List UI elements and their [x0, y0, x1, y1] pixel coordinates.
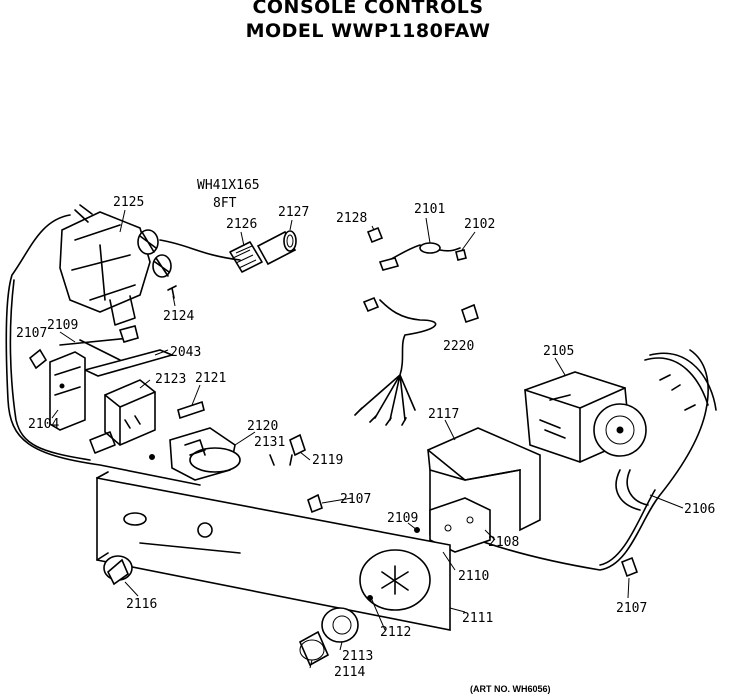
part-label: 2128 [336, 211, 367, 226]
switch-2123 [89, 379, 156, 454]
water-valve-2125 [59, 204, 241, 326]
page-title-line2: MODEL WWP1180FAW [245, 20, 491, 42]
knob-shaft-2119 [269, 433, 306, 466]
plate-2121 [177, 400, 205, 420]
knob-2116 [103, 555, 133, 586]
hose-length-callout: 8FT [213, 196, 237, 211]
terminal-2220 [461, 303, 479, 324]
part-label: 2109 [47, 318, 78, 333]
part-label: 2105 [543, 344, 574, 359]
part-label: 2123 [155, 372, 186, 387]
hose-part-callout: WH41X165 [197, 178, 260, 193]
timer-knob-2113 [321, 595, 373, 643]
part-label: 2120 [247, 419, 278, 434]
part-label: 2110 [458, 569, 489, 584]
part-label: 2126 [226, 217, 257, 232]
part-label: 2104 [28, 417, 59, 432]
part-label: 2127 [278, 205, 309, 220]
clip-2128 [366, 226, 384, 244]
screw-2124 [167, 285, 177, 299]
part-label: 2108 [488, 535, 519, 550]
part-label: 2109 [387, 511, 418, 526]
inlet-hose-2126-2127 [229, 230, 297, 273]
part-label: 2125 [113, 195, 144, 210]
part-label: 2121 [195, 371, 226, 386]
part-label: 2107 [616, 601, 647, 616]
bracket-2104 [49, 351, 86, 431]
part-label: 2101 [414, 202, 445, 217]
art-number: (ART NO. WH6056) [470, 684, 551, 694]
part-label: 2111 [462, 611, 493, 626]
part-label: 2124 [163, 309, 194, 324]
timer-2105 [524, 352, 717, 511]
clip-2107-right [620, 556, 639, 578]
part-label: 2043 [170, 345, 201, 360]
part-label: 2117 [428, 407, 459, 422]
part-label: 2116 [126, 597, 157, 612]
pressure-switch-2120 [149, 427, 241, 481]
part-label: 2107 [340, 492, 371, 507]
part-label: 2220 [443, 339, 474, 354]
part-label: 2114 [334, 665, 365, 680]
part-label: 2106 [684, 502, 715, 517]
main-wiring-harness [5, 214, 709, 571]
part-label: 2107 [16, 326, 47, 341]
page-title-line1: CONSOLE CONTROLS [252, 0, 484, 18]
part-label: 2119 [312, 453, 343, 468]
part-label: 2102 [464, 217, 495, 232]
part-label: 2112 [380, 625, 411, 640]
bracket-2043 [59, 325, 175, 377]
clip-2107-left [28, 348, 48, 370]
clip-2107-middle [307, 493, 323, 514]
part-label: 2131 [254, 435, 285, 450]
console-panel-2111 [96, 471, 451, 631]
wire-harness-2101 [354, 242, 467, 426]
leader-lines [51, 209, 684, 669]
part-label: 2113 [342, 649, 373, 664]
knob-2114 [298, 630, 330, 667]
